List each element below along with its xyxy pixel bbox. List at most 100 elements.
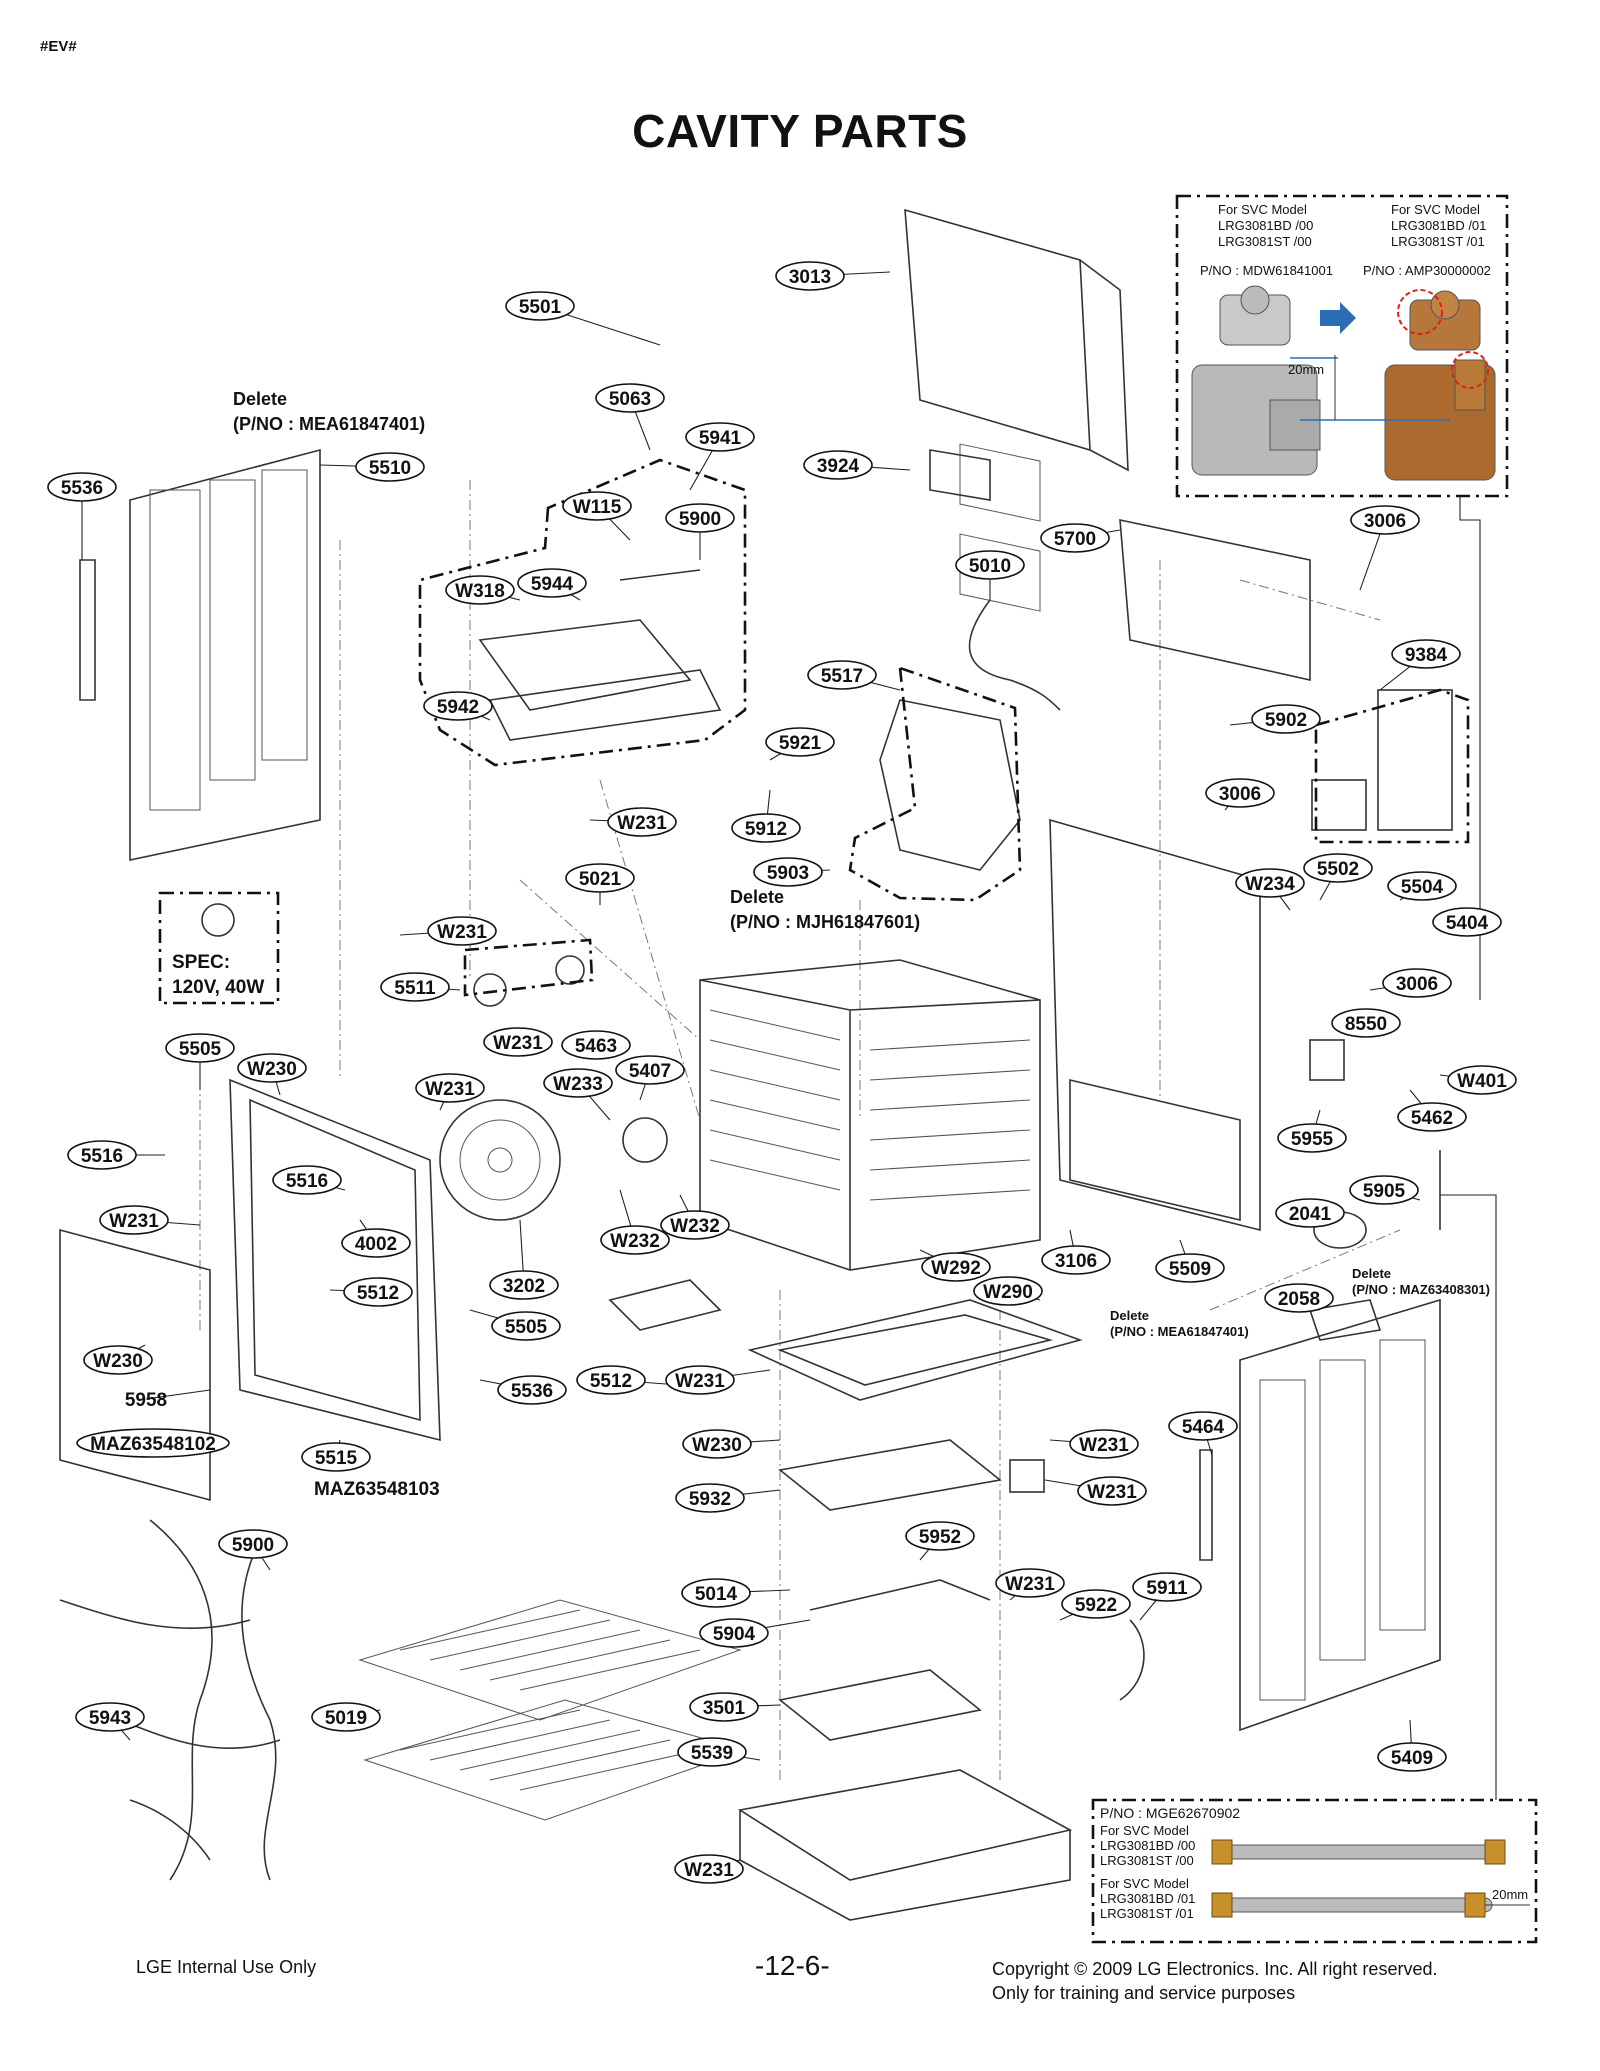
callout-bubble: [1382, 968, 1452, 998]
callout-5905: 5905: [1349, 1175, 1421, 1205]
callout-bubble: [803, 450, 873, 480]
callout-label: 5404: [1446, 913, 1489, 934]
callout-label: 5407: [629, 1061, 671, 1082]
callout-bubble: [517, 568, 587, 598]
callout-label: 5904: [713, 1624, 756, 1645]
callout-label: 5900: [679, 509, 721, 530]
callout-label: 5512: [590, 1371, 632, 1392]
callout-3013: 3013: [775, 261, 891, 291]
callout-bubble: [595, 383, 665, 413]
assembly-lines: [199, 480, 1401, 1780]
callout-W231: W231: [483, 1027, 553, 1057]
valve-dimension: 20mm: [1288, 362, 1324, 377]
pipe-model-b-line1: LRG3081BD /01: [1100, 1891, 1195, 1906]
callout-bubble: [765, 727, 835, 757]
callout-label: 5010: [969, 556, 1011, 577]
callout-bubble: [445, 575, 515, 605]
callout-3202: 3202: [489, 1219, 559, 1300]
part-label-maz63548103: MAZ63548103: [314, 1479, 440, 1500]
callout-W231: W231: [674, 1854, 744, 1884]
callout-bubble: [415, 1073, 485, 1103]
callout-label: W231: [684, 1860, 734, 1881]
callout-bubble: [905, 1521, 975, 1551]
callout-W231: W231: [415, 1073, 485, 1111]
callout-label: 3006: [1364, 511, 1406, 532]
valve-model-b-line2: LRG3081ST /01: [1391, 234, 1485, 249]
callout-bubble: [343, 1277, 413, 1307]
pipe-model-a-title: For SVC Model: [1100, 1823, 1189, 1838]
pipe-model-b-line2: LRG3081ST /01: [1100, 1906, 1194, 1921]
callout-label: W232: [670, 1216, 720, 1237]
callout-label: 5462: [1411, 1108, 1453, 1129]
callout-label: W230: [247, 1059, 297, 1080]
footer-copyright: Copyright © 2009 LG Electronics. Inc. Al…: [992, 1957, 1437, 2005]
valve-model-b-title: For SVC Model: [1391, 202, 1480, 217]
callout-label: 5941: [699, 428, 742, 449]
callout-label: 5505: [179, 1039, 222, 1060]
delete-note-mid: Delete: [730, 887, 784, 907]
callout-bubble: [1251, 704, 1321, 734]
valve-inset: For SVC Model LRG3081BD /00 LRG3081ST /0…: [1191, 202, 1496, 481]
callout-5911: 5911: [1132, 1572, 1202, 1621]
callout-label: 5517: [821, 666, 863, 687]
callout-bubble: [731, 813, 801, 843]
callout-bubble: [380, 972, 450, 1002]
callout-label: 5902: [1265, 710, 1307, 731]
callout-bubble: [1069, 1429, 1139, 1459]
callout-bubble: [505, 291, 575, 321]
callout-5903: 5903: [753, 857, 831, 887]
callout-bubble: [682, 1429, 752, 1459]
callout-label: 5014: [695, 1584, 738, 1605]
valve-inset-box: [1175, 194, 1509, 498]
callout-label: 5536: [511, 1381, 553, 1402]
delete-note-top: Delete: [233, 389, 287, 409]
callout-label: 5922: [1075, 1595, 1117, 1616]
callout-bubble: [1277, 1123, 1347, 1153]
callout-W115: W115: [562, 491, 632, 541]
callout-MAZ63548102: MAZ63548102: [76, 1428, 230, 1458]
callout-bubble: [1349, 1175, 1419, 1205]
pipe-model-a-line2: LRG3081ST /00: [1100, 1853, 1194, 1868]
callout-5943: 5943: [75, 1702, 145, 1741]
callout-W231: W231: [399, 916, 497, 946]
callout-bubble: [681, 1578, 751, 1608]
notes: Delete (P/NO : MEA61847401) Delete (P/NO…: [172, 389, 1490, 1500]
callout-label: 5019: [325, 1708, 367, 1729]
callout-2058: 2058: [1264, 1283, 1334, 1313]
callout-bubble: [83, 1345, 153, 1375]
callout-5502: 5502: [1303, 853, 1373, 901]
delete-note-top-pno: (P/NO : MEA61847401): [233, 414, 425, 434]
callout-bubble: [1155, 1253, 1225, 1283]
callout-bubble: [689, 1692, 759, 1722]
callout-label: 3006: [1219, 784, 1261, 805]
callout-5921: 5921: [765, 727, 835, 761]
callout-bubble: [1041, 1245, 1111, 1275]
callout-W232: W232: [600, 1189, 670, 1255]
callout-5505: 5505: [165, 1033, 235, 1090]
callout-label: W231: [675, 1371, 725, 1392]
callout-bubble: [1205, 778, 1275, 808]
spec-box: [158, 891, 280, 1005]
callout-5902: 5902: [1229, 704, 1321, 734]
callout-bubble: [1235, 868, 1305, 898]
callout-bubble: [1432, 907, 1502, 937]
valve-model-a-title: For SVC Model: [1218, 202, 1307, 217]
callout-label: 5509: [1169, 1259, 1211, 1280]
callout-W230: W230: [682, 1429, 781, 1459]
pipe-inset-box: [1091, 1798, 1538, 1944]
valve-pno-b: P/NO : AMP30000002: [1363, 263, 1491, 278]
callout-label: 5944: [531, 574, 574, 595]
footer-page-number: -12-6-: [755, 1950, 830, 1981]
callout-label: W231: [493, 1033, 543, 1054]
callout-bubble: [955, 550, 1025, 580]
callout-label: W292: [931, 1258, 981, 1279]
callout-5517: 5517: [807, 660, 901, 691]
callout-W231: W231: [1049, 1429, 1139, 1459]
callout-5512: 5512: [576, 1365, 681, 1395]
page-tag: #EV#: [40, 38, 77, 55]
callout-label: 5921: [779, 733, 822, 754]
callout-bubble: [1275, 1198, 1345, 1228]
callout-5515: 5515: [301, 1439, 371, 1472]
callout-label: 3924: [817, 456, 860, 477]
callout-label: 5063: [609, 389, 651, 410]
